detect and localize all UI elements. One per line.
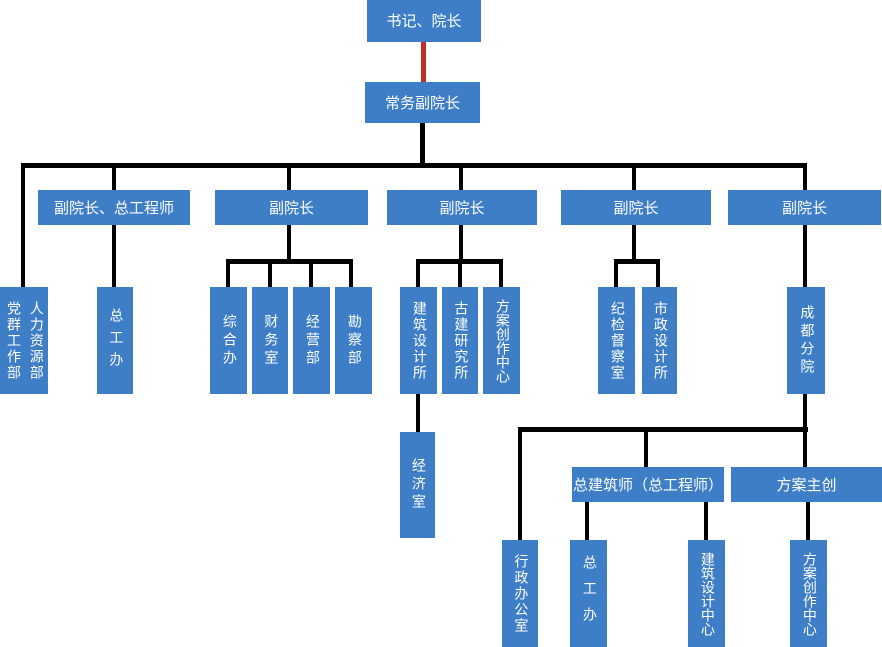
connector-line <box>226 264 230 287</box>
org-node-general-affairs-office: 综合办 <box>210 287 247 394</box>
connector-line <box>632 225 636 259</box>
org-node-vice-dean-3: 副院长 <box>561 190 711 225</box>
connector-line <box>803 225 807 287</box>
org-node-survey-dept: 勘察部 <box>335 287 372 394</box>
org-node-ancient-architecture-institute: 古建研究所 <box>442 287 478 394</box>
org-node-party-mass-and-hr: 党群工作部 人力资源部 <box>0 287 48 394</box>
connector-line <box>704 502 708 540</box>
org-node-admin-office: 行政办公室 <box>502 540 538 647</box>
org-node-exec-vice-dean: 常务副院长 <box>365 82 480 123</box>
connector-line <box>644 432 648 467</box>
connector-line <box>420 123 425 164</box>
org-node-chengdu-scheme-creation-center: 方案创作中心 <box>790 540 827 647</box>
connector-line <box>268 264 272 287</box>
org-node-chengdu-branch: 成都分院 <box>787 287 825 394</box>
connector-line <box>806 502 810 540</box>
org-node-chief-engineer-office: 总工办 <box>97 287 133 394</box>
connector-branch-rail <box>226 259 353 264</box>
connector-line <box>112 168 116 190</box>
connector-line <box>803 432 807 467</box>
org-node-discipline-inspection-office: 纪检督察室 <box>598 287 635 394</box>
connector-line <box>656 264 660 287</box>
connector-branch-rail <box>614 259 660 264</box>
connector-line <box>287 168 291 190</box>
org-node-hr-dept-label: 人力资源部 <box>27 300 44 381</box>
org-node-municipal-design-institute: 市政设计所 <box>642 287 677 394</box>
connector-line <box>309 264 313 287</box>
org-node-vice-dean-chief-engineer: 副院长、总工程师 <box>38 190 190 225</box>
connector-line <box>632 168 636 190</box>
org-node-vice-dean-4: 副院长 <box>728 190 881 225</box>
connector-line <box>287 225 291 259</box>
connector-main-rail <box>21 163 807 168</box>
org-node-business-dept: 经营部 <box>293 287 330 394</box>
org-node-scheme-creation-center: 方案创作中心 <box>483 287 520 394</box>
org-node-architectural-design-institute: 建筑设计所 <box>400 287 437 394</box>
connector-branch-rail <box>518 427 808 432</box>
org-node-chengdu-chief-engineer-office: 总工办 <box>570 540 607 647</box>
org-node-finance-office: 财务室 <box>252 287 288 394</box>
connector-branch-rail <box>416 259 503 264</box>
connector-line <box>459 168 463 190</box>
connector-line <box>518 432 522 540</box>
connector-line <box>803 168 807 190</box>
org-node-architectural-design-center: 建筑设计中心 <box>688 540 725 647</box>
connector-line <box>614 264 618 287</box>
org-node-chief-architect: 总建筑师（总工程师） <box>572 467 724 502</box>
connector-line <box>416 394 420 432</box>
connector-line <box>21 168 25 287</box>
org-node-secretary-dean: 书记、院长 <box>367 0 481 42</box>
connector-line <box>349 264 353 287</box>
connector-line <box>112 225 116 287</box>
org-node-party-mass-dept-label: 党群工作部 <box>5 300 21 381</box>
connector-line <box>459 225 463 259</box>
org-node-economy-office: 经济室 <box>400 432 435 538</box>
connector-red-line <box>421 42 426 82</box>
org-node-scheme-lead: 方案主创 <box>731 467 882 502</box>
org-node-vice-dean-1: 副院长 <box>215 190 368 225</box>
connector-line <box>803 394 807 427</box>
connector-line <box>416 264 420 287</box>
connector-line <box>458 264 462 287</box>
connector-line <box>585 502 589 540</box>
connector-line <box>499 264 503 287</box>
org-node-vice-dean-2: 副院长 <box>387 190 537 225</box>
